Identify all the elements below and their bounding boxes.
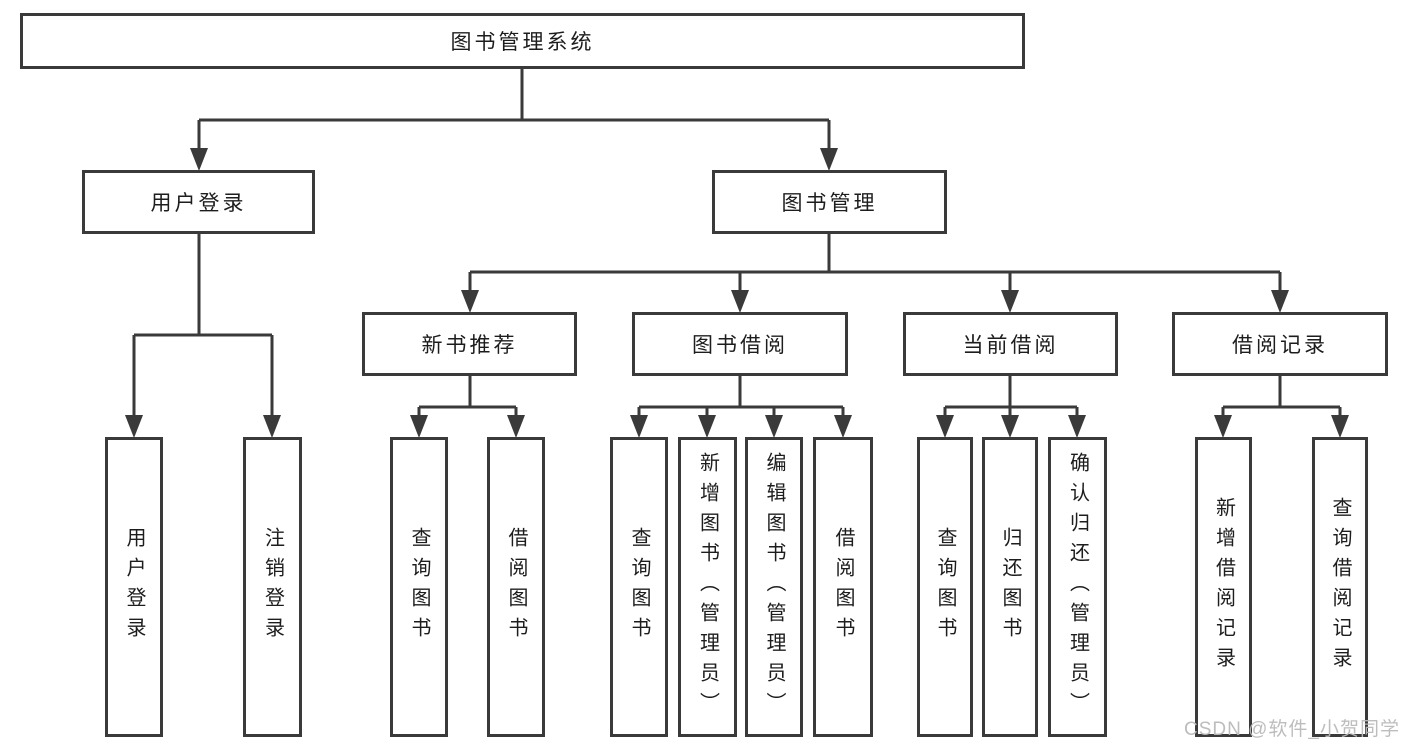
leaf-logout: 注销登录 [243, 437, 302, 737]
leaf-borrow-books-recommend: 借阅图书 [487, 437, 545, 737]
node-root-label: 图书管理系统 [450, 31, 595, 54]
leaf-add-borrow-record: 新增借阅记录 [1195, 437, 1252, 737]
node-user-login: 用户登录 [82, 170, 315, 234]
leaf-query-books-current-label: 查询图书 [934, 527, 956, 647]
leaf-edit-book-admin: 编辑图书（管理员） [745, 437, 803, 737]
leaf-confirm-return-admin-label: 确认归还（管理员） [1066, 452, 1089, 722]
node-borrow-records: 借阅记录 [1172, 312, 1388, 376]
leaf-query-books-current: 查询图书 [917, 437, 973, 737]
node-borrow-records-label: 借阅记录 [1232, 334, 1328, 357]
leaf-user-login: 用户登录 [105, 437, 163, 737]
node-book-borrow-label: 图书借阅 [692, 334, 788, 357]
leaf-add-book-admin-label: 新增图书（管理员） [696, 452, 719, 722]
leaf-return-book: 归还图书 [982, 437, 1038, 737]
node-new-book-recommend: 新书推荐 [362, 312, 577, 376]
leaf-query-books-recommend: 查询图书 [390, 437, 448, 737]
leaf-query-borrow-record: 查询借阅记录 [1312, 437, 1368, 737]
node-book-management-label: 图书管理 [781, 192, 878, 215]
leaf-borrow-books-borrow-label: 借阅图书 [832, 527, 854, 647]
leaf-return-book-label: 归还图书 [999, 527, 1021, 647]
leaf-borrow-books-recommend-label: 借阅图书 [505, 527, 527, 647]
leaf-query-books-borrow-label: 查询图书 [628, 527, 650, 647]
leaf-logout-label: 注销登录 [261, 527, 284, 647]
node-book-borrow: 图书借阅 [632, 312, 848, 376]
leaf-query-borrow-record-label: 查询借阅记录 [1329, 497, 1351, 677]
node-current-borrow: 当前借阅 [903, 312, 1118, 376]
node-new-book-recommend-label: 新书推荐 [421, 334, 518, 357]
node-current-borrow-label: 当前借阅 [962, 334, 1059, 357]
leaf-query-books-borrow: 查询图书 [610, 437, 668, 737]
node-root: 图书管理系统 [20, 13, 1025, 69]
leaf-query-books-recommend-label: 查询图书 [408, 527, 430, 647]
connector-edges [132, 69, 1342, 418]
leaf-confirm-return-admin: 确认归还（管理员） [1048, 437, 1107, 737]
leaf-borrow-books-borrow: 借阅图书 [813, 437, 873, 737]
node-book-management: 图书管理 [712, 170, 947, 234]
watermark: CSDN @软件_小贺同学 [1184, 719, 1400, 740]
leaf-edit-book-admin-label: 编辑图书（管理员） [763, 452, 785, 722]
leaf-add-borrow-record-label: 新增借阅记录 [1212, 497, 1235, 677]
node-user-login-label: 用户登录 [150, 192, 247, 215]
leaf-user-login-label: 用户登录 [123, 527, 145, 647]
leaf-add-book-admin: 新增图书（管理员） [678, 437, 737, 737]
connector-arrowheads [125, 148, 1349, 438]
